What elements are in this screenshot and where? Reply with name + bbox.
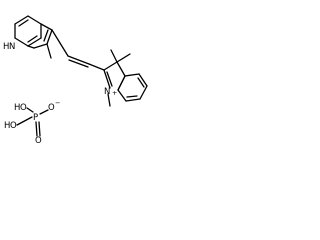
- indole-fragment: H N: [3, 15, 53, 59]
- phosphate-fragment: H O H O P O − O: [4, 99, 60, 146]
- indolium-n-label: N: [104, 87, 110, 97]
- indole-nh-n-label: N: [9, 42, 15, 52]
- phosphate-h2-label: H: [4, 121, 10, 131]
- indolium-positive-charge: +: [112, 89, 117, 97]
- chemical-structure-diagram: H N N + H O H O: [3, 15, 148, 146]
- phosphate-o1-label: O: [20, 103, 27, 113]
- vinyl-linker: [51, 29, 105, 71]
- phosphate-o3-label: O: [48, 103, 55, 113]
- indolium-fragment: N +: [103, 49, 148, 107]
- phosphate-o2-label: O: [10, 121, 17, 131]
- phosphate-h1-label: H: [14, 103, 20, 113]
- phosphate-negative-charge: −: [55, 99, 60, 107]
- indole-nh-h-label: H: [3, 42, 9, 52]
- phosphate-p-label: P: [33, 113, 38, 123]
- phosphate-o4-label: O: [35, 136, 42, 146]
